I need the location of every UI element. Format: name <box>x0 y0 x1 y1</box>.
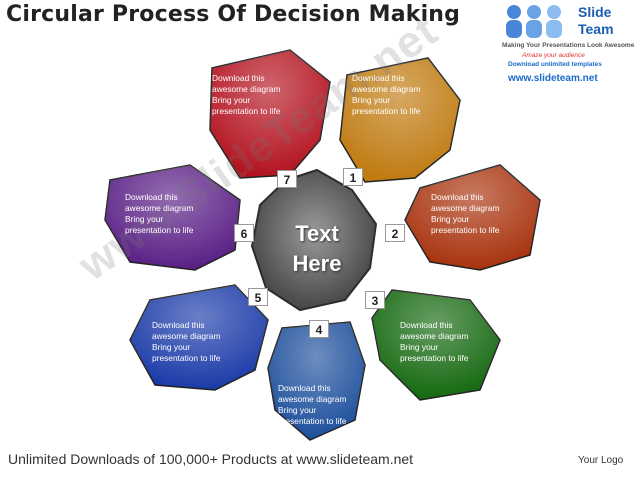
logo-templates: Download unlimited templates <box>508 61 602 68</box>
segment-1-highlight <box>340 58 460 182</box>
logo-brand: Slide Team <box>578 4 614 38</box>
logo-audience: Amaze your audience <box>522 52 585 59</box>
segment-7-line-4: presentation to life <box>212 106 281 116</box>
segment-3-line-3: Bring your <box>400 342 439 352</box>
segment-4-line-1: Download this <box>278 383 331 393</box>
segment-3-line-4: presentation to life <box>400 353 469 363</box>
segment-5-line-1: Download this <box>152 320 205 330</box>
footer-logo-placeholder: Your Logo <box>578 455 624 466</box>
segment-3-number: 3 <box>365 291 385 309</box>
segment-7-number: 7 <box>277 170 297 188</box>
segment-1-line-3: Bring your <box>352 95 391 105</box>
segment-7-line-1: Download this <box>212 73 265 83</box>
segment-2-line-1: Download this <box>431 192 484 202</box>
segment-2-line-2: awesome diagram <box>431 203 500 213</box>
segment-2-line-3: Bring your <box>431 214 470 224</box>
segment-4-line-3: Bring your <box>278 405 317 415</box>
segment-7-highlight <box>210 50 330 178</box>
segment-5-line-2: awesome diagram <box>152 331 221 341</box>
segment-3-line-2: awesome diagram <box>400 331 469 341</box>
page-title: Circular Process Of Decision Making <box>6 2 461 27</box>
segment-4-highlight <box>268 322 365 440</box>
center-label: Text Here <box>272 219 362 279</box>
center-label-line2: Here <box>292 251 342 276</box>
segment-1-line-2: awesome diagram <box>352 84 421 94</box>
segment-6-line-1: Download this <box>125 192 178 202</box>
center-label-line1: Text <box>295 221 339 246</box>
segment-1-number: 1 <box>343 168 363 186</box>
segment-4-line-2: awesome diagram <box>278 394 347 404</box>
segment-7-line-3: Bring your <box>212 95 251 105</box>
segment-2-line-4: presentation to life <box>431 225 500 235</box>
segment-6-line-3: Bring your <box>125 214 164 224</box>
segment-6-highlight <box>105 165 240 270</box>
logo-url: www.slideteam.net <box>508 73 598 84</box>
segment-6-line-4: presentation to life <box>125 225 194 235</box>
segment-1-line-4: presentation to life <box>352 106 421 116</box>
logo-tagline: Making Your Presentations Look Awesome <box>502 42 635 49</box>
segment-4-number: 4 <box>309 320 329 338</box>
segment-5-line-3: Bring your <box>152 342 191 352</box>
logo-brand-line2: Team <box>578 21 614 37</box>
people-icon <box>506 5 562 38</box>
segment-5-line-4: presentation to life <box>152 353 221 363</box>
slideteam-logo: Slide Team Making Your Presentations Loo… <box>500 0 638 92</box>
segment-5-number: 5 <box>248 288 268 306</box>
segment-2-number: 2 <box>385 224 405 242</box>
segment-3-highlight <box>372 290 500 400</box>
segment-1-line-1: Download this <box>352 73 405 83</box>
segment-6-number: 6 <box>234 224 254 242</box>
logo-brand-line1: Slide <box>578 4 612 20</box>
segment-7-line-2: awesome diagram <box>212 84 281 94</box>
segment-4-line-4: presentation to life <box>278 416 347 426</box>
center-hub <box>250 168 378 312</box>
segment-5-highlight <box>130 285 268 390</box>
segment-2-highlight <box>405 165 540 270</box>
footer-promo: Unlimited Downloads of 100,000+ Products… <box>8 451 414 467</box>
segment-3-line-1: Download this <box>400 320 453 330</box>
segment-6-line-2: awesome diagram <box>125 203 194 213</box>
